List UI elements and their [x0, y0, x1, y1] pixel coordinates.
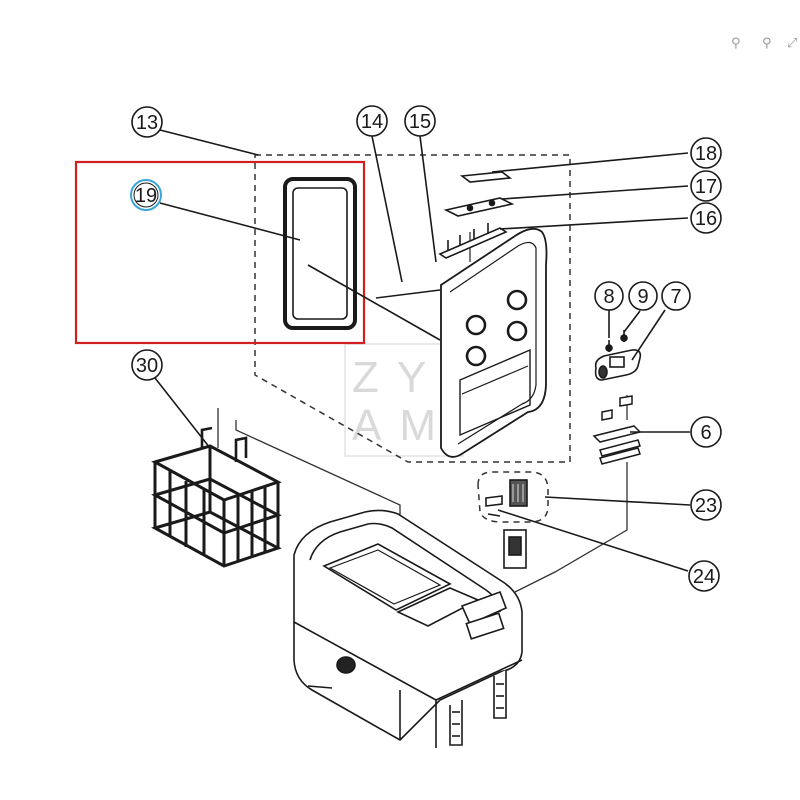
callout-6: 6 — [690, 416, 722, 448]
callout-13-label: 13 — [136, 112, 158, 134]
lid-hole — [465, 345, 487, 367]
callout-6-label: 6 — [700, 422, 711, 444]
latch-bracket — [592, 395, 642, 465]
callout-23-label: 23 — [695, 495, 717, 517]
callout-19-ring — [130, 179, 162, 211]
callout-9: 9 — [628, 281, 658, 311]
hinge-plate — [443, 197, 515, 217]
fullscreen-icon[interactable]: ⤢ — [787, 36, 798, 51]
callout-7-label: 7 — [670, 286, 681, 308]
lid-hole — [506, 320, 528, 342]
door-gasket — [283, 177, 357, 330]
callout-16: 16 — [690, 202, 722, 234]
watermark: ZY AM — [344, 343, 464, 457]
hinge-stack — [438, 171, 515, 259]
lid-hole — [465, 314, 487, 336]
callout-8: 8 — [594, 281, 624, 311]
highlight-box — [74, 160, 366, 345]
callout-7: 7 — [661, 281, 691, 311]
callout-30-label: 30 — [136, 355, 158, 377]
callout-24: 24 — [688, 560, 720, 592]
callout-8-label: 8 — [603, 286, 614, 308]
hinge-bracket — [438, 227, 508, 259]
control-panel — [460, 590, 508, 626]
callouts: 13 14 15 16 17 18 19 8 — [130, 105, 722, 592]
callout-18-label: 18 — [695, 143, 717, 165]
callout-24-label: 24 — [693, 566, 715, 588]
wire-basket — [151, 426, 282, 568]
lid-panel — [375, 227, 548, 458]
callout-16-label: 16 — [695, 208, 717, 230]
zoom-out-icon[interactable]: ⚲ — [731, 36, 741, 51]
side-knob — [336, 656, 356, 674]
electronics-boundary — [477, 471, 549, 523]
callout-18: 18 — [690, 137, 722, 169]
callout-14-label: 14 — [361, 111, 383, 133]
callout-23: 23 — [690, 489, 722, 521]
electronics-module — [485, 479, 528, 569]
callout-15: 15 — [404, 105, 436, 137]
callout-19-label: 19 — [135, 185, 157, 207]
callout-15-label: 15 — [409, 111, 431, 133]
leader-lines — [154, 129, 691, 689]
zoom-in-icon[interactable]: ⚲ — [762, 36, 772, 51]
watermark-line2: AM — [352, 401, 454, 450]
callout-14: 14 — [356, 105, 388, 137]
assembly-boundaries — [254, 154, 571, 523]
callout-13: 13 — [131, 106, 163, 138]
lid-hole — [506, 289, 528, 311]
callout-17: 17 — [690, 170, 722, 202]
callout-17-label: 17 — [695, 176, 717, 198]
handle-latch — [594, 330, 642, 381]
callout-30: 30 — [131, 349, 163, 381]
callout-9-label: 9 — [637, 286, 648, 308]
watermark-line1: ZY — [352, 353, 444, 402]
callout-19: 19 — [130, 179, 162, 211]
cooler-body — [293, 509, 523, 748]
hinge-cover — [459, 171, 513, 183]
